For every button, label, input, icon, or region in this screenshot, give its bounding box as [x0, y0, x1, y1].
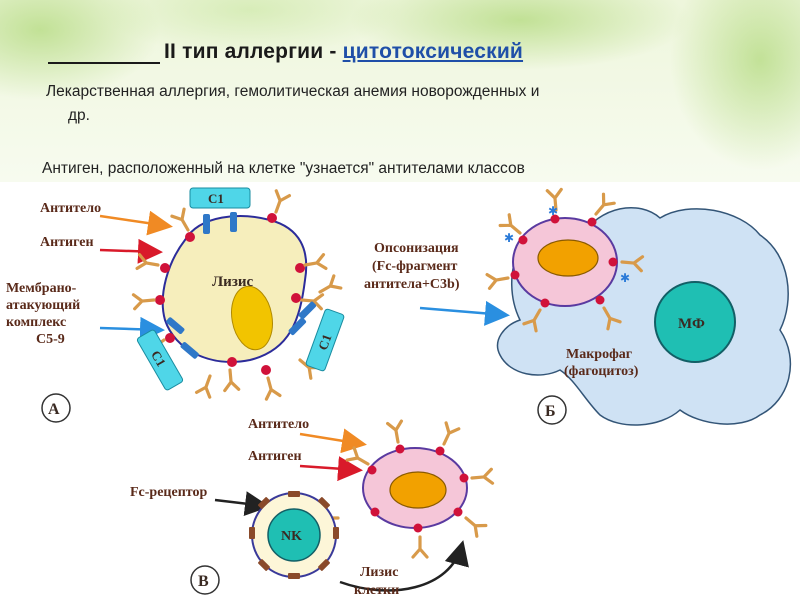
- panel-a-antigen-label: Антиген: [40, 235, 94, 250]
- leaf-blur-shape: [670, 0, 800, 170]
- panel-c-letter: В: [198, 573, 209, 590]
- c1-complement-right: C1: [305, 308, 345, 372]
- panel-c-antigens: [367, 444, 469, 533]
- panel-b: МФ ✱ ✱ ✱ Опсонизация (Fc: [364, 187, 792, 426]
- opsonized-cell-nucleus: [537, 239, 599, 277]
- cell-label-lysis: Лизис: [212, 274, 253, 290]
- nk-granules: [249, 491, 339, 579]
- panel-a-mac-label-3: комплекс: [6, 315, 66, 330]
- antigen-arrow: [99, 238, 163, 264]
- fc-receptor-arrow: [214, 491, 270, 517]
- title-underline-rule: [48, 44, 160, 64]
- opsonized-antigens: [510, 214, 618, 308]
- mac-arrow: [99, 316, 165, 342]
- target-cell-nucleus: [231, 285, 273, 351]
- fc-receptor-label: Fc-рецептор: [130, 485, 207, 500]
- allergy-type-2-diagram: Антитело Антиген Мембрано- атакующий ком…: [0, 182, 800, 600]
- panel-b-letter: Б: [545, 403, 556, 420]
- panel-a-letter: А: [48, 401, 60, 418]
- opsonization-label-1: Опсонизация: [374, 241, 459, 256]
- subtitle-line-2: др.: [68, 107, 90, 124]
- slide-title: II тип аллергии - цитотоксический: [48, 40, 668, 70]
- nk-nucleus: [267, 508, 321, 562]
- antibody-arrow: [99, 210, 173, 236]
- title-accent-link[interactable]: цитотоксический: [342, 40, 524, 63]
- lysis-curved-arrow: [339, 540, 469, 592]
- svg-text:✱: ✱: [620, 271, 630, 285]
- slide-description: Антиген, расположенный на клетке "узнает…: [42, 160, 525, 177]
- opsonization-arrow: [419, 300, 510, 326]
- panel-a-letter-circle: [41, 393, 71, 423]
- lysis-label-1: Лизис: [360, 565, 398, 580]
- membrane-attack-complexes: [166, 212, 317, 359]
- panel-c-target-nucleus: [389, 471, 447, 509]
- panel-c-antigen-label: Антиген: [248, 449, 302, 464]
- panel-a-mac-label-2: атакующий: [6, 298, 80, 313]
- panel-b-letter-circle: [537, 395, 567, 425]
- c1-left-label: C1: [148, 348, 169, 369]
- panel-a-antibody-label: Антитело: [40, 201, 101, 216]
- panel-c-antigen-arrow: [299, 456, 363, 482]
- macrophage-label-1: Макрофаг: [566, 347, 632, 362]
- panel-a-mac-label-1: Мембрано-: [6, 281, 77, 296]
- panel-c-antibody-label: Антитело: [248, 417, 309, 432]
- opsonization-label-2: (Fc-фрагмент: [372, 259, 458, 274]
- subtitle-line-1: Лекарственная аллергия, гемолитическая а…: [46, 83, 540, 100]
- panel-a: Антитело Антиген Мембрано- атакующий ком…: [6, 187, 345, 423]
- svg-text:✱: ✱: [504, 231, 514, 245]
- c3b-marks: ✱ ✱ ✱: [504, 204, 630, 285]
- svg-text:✱: ✱: [548, 204, 558, 218]
- c1-top-label: C1: [208, 191, 224, 206]
- panel-c-letter-circle: [190, 565, 220, 595]
- opsonization-label-3: антитела+C3b): [364, 277, 460, 292]
- lysis-label-2: клетки: [354, 583, 399, 598]
- leaf-blur-shape: [350, 0, 690, 70]
- macrophage-label-2: (фагоцитоз): [564, 364, 639, 379]
- c1-complement-top: C1: [189, 187, 251, 209]
- nk-label: NK: [281, 529, 302, 544]
- mf-label: МФ: [678, 316, 705, 332]
- slide-subtitle: Лекарственная аллергия, гемолитическая а…: [46, 80, 766, 128]
- panel-c: Антитело Антиген Fc-рецептор: [130, 417, 495, 598]
- panel-c-antibody-arrow: [299, 428, 367, 454]
- panel-a-mac-label-4: C5-9: [36, 332, 65, 347]
- c1-right-label: C1: [315, 332, 335, 352]
- c1-complement-left: C1: [136, 329, 184, 391]
- antigen-dots: [155, 213, 305, 375]
- macrophage-nucleus: [654, 281, 736, 363]
- leaf-blur-shape: [100, 0, 400, 55]
- title-prefix: II тип аллергии -: [164, 40, 343, 63]
